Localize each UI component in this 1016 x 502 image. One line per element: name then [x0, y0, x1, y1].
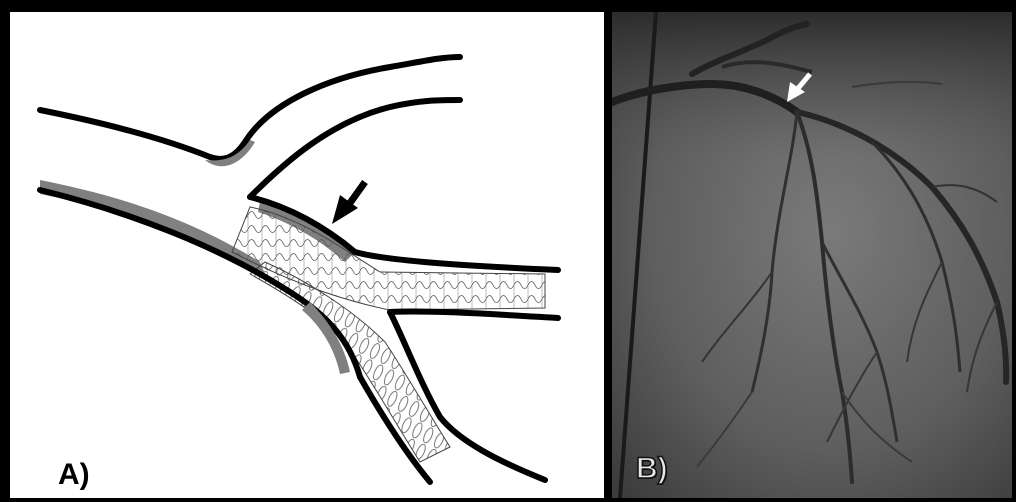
panel-a-label: A) [58, 460, 90, 490]
side-branch-lower-wall [250, 100, 460, 197]
bifurcation-diagram [10, 12, 604, 498]
distal-main-bottom-wall [390, 311, 558, 318]
panel-a-schematic: A) [10, 12, 604, 498]
panel-b-label: B) [636, 454, 668, 484]
arrow-icon [332, 182, 365, 224]
panel-b-angiogram: B) [612, 12, 1012, 498]
angiogram-image [612, 12, 1012, 498]
plaque-upper [205, 140, 255, 166]
